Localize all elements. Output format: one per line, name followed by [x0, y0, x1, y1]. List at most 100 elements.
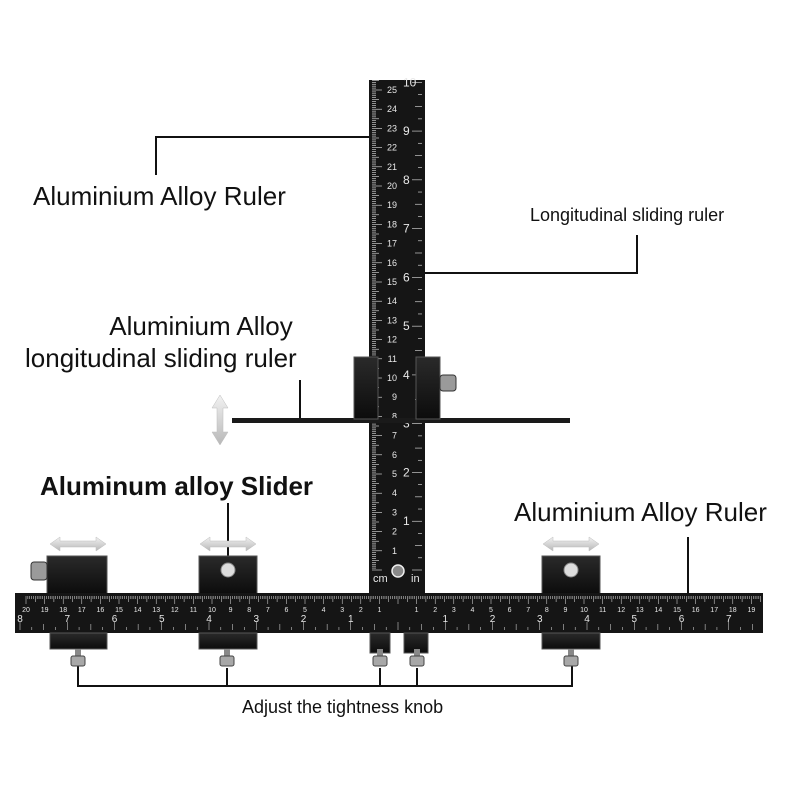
horizontal-double-arrow — [542, 536, 600, 552]
label-aluminium-alloy-ruler-top: Aluminium Alloy Ruler — [33, 181, 286, 211]
h-cm-label: 8 — [545, 607, 549, 614]
label-aluminium-alloy-long-line2: longitudinal sliding ruler — [25, 343, 297, 373]
slider-block-1-knob — [30, 561, 48, 581]
v-cm-label: 8 — [392, 411, 397, 421]
v-cm-label: 4 — [392, 488, 397, 498]
v-cm-label: 16 — [387, 258, 397, 268]
v-cm-label: 21 — [387, 162, 397, 172]
h-cm-label: 8 — [247, 607, 251, 614]
tightness-knob-icon — [219, 655, 235, 667]
h-in-label: 2 — [490, 614, 496, 625]
v-cm-label: 11 — [388, 354, 397, 364]
h-cm-label: 17 — [710, 607, 718, 614]
h-cm-label: 9 — [563, 607, 567, 614]
h-cm-label: 2 — [359, 607, 363, 614]
h-cm-label: 12 — [171, 607, 179, 614]
slider-block-3-hole — [563, 562, 579, 578]
h-cm-label: 19 — [41, 607, 49, 614]
knob-stem — [568, 649, 574, 657]
v-cm-label: 1 — [392, 546, 397, 556]
lower-clamp — [198, 632, 258, 650]
v-in-label: 7 — [403, 222, 410, 236]
h-cm-label: 7 — [266, 607, 270, 614]
vertical-ruler-body — [369, 80, 425, 598]
v-cm-label: 6 — [392, 450, 397, 460]
h-in-label: 3 — [253, 614, 259, 625]
h-cm-label: 20 — [22, 607, 30, 614]
v-cm-label: 5 — [392, 469, 397, 479]
h-in-label: 8 — [17, 614, 23, 625]
h-cm-label: 10 — [208, 607, 216, 614]
h-cm-label: 4 — [322, 607, 326, 614]
v-cm-label: 19 — [387, 200, 397, 210]
h-cm-label: 4 — [470, 607, 474, 614]
horizontal-ruler-body — [15, 593, 763, 633]
h-cm-label: 9 — [229, 607, 233, 614]
vertical-ruler-cm-labels: 1234567891011121314151617181920212223242… — [387, 85, 397, 556]
horizontal-move-arrows — [49, 536, 600, 552]
v-cm-label: 15 — [387, 277, 397, 287]
h-cm-label: 18 — [729, 607, 737, 614]
h-in-label: 5 — [631, 614, 637, 625]
h-in-label: 1 — [442, 614, 448, 625]
lower-clamp — [541, 632, 601, 650]
sliding-arm-knob — [439, 374, 457, 392]
callout-line-vertical-ruler — [155, 136, 370, 175]
h-in-label: 4 — [584, 614, 590, 625]
h-cm-label: 16 — [692, 607, 700, 614]
label-aluminum-alloy-slider: Aluminum alloy Slider — [40, 471, 314, 501]
h-cm-label: 3 — [452, 607, 456, 614]
v-cm-label: 23 — [387, 123, 397, 133]
v-in-label: 1 — [403, 514, 410, 528]
slider-block-2-hole — [220, 562, 236, 578]
v-in-label: 6 — [403, 270, 410, 284]
sliding-arm-bar — [232, 418, 570, 423]
v-in-label: 10 — [403, 75, 417, 89]
h-cm-label: 11 — [599, 607, 606, 614]
v-in-label: 8 — [403, 173, 410, 187]
h-cm-label: 7 — [526, 607, 530, 614]
h-cm-label: 10 — [580, 607, 588, 614]
h-cm-label: 2 — [433, 607, 437, 614]
v-cm-label: 3 — [392, 507, 397, 517]
tightness-knob-icon — [409, 655, 425, 667]
v-cm-label: 2 — [392, 527, 397, 537]
knob-stem — [414, 649, 420, 657]
h-cm-label: 3 — [340, 607, 344, 614]
sliding-arm-clamp-left — [353, 356, 379, 420]
sliding-arm-clamp-right — [415, 356, 441, 420]
h-cm-label: 19 — [748, 607, 756, 614]
slider-block-1 — [46, 555, 108, 595]
h-cm-label: 1 — [377, 607, 381, 614]
tightness-knob-icon — [563, 655, 579, 667]
tightness-knob-icon — [372, 655, 388, 667]
v-cm-label: 18 — [387, 219, 397, 229]
unit-cm-label: cm — [373, 573, 388, 585]
v-cm-label: 10 — [387, 373, 397, 383]
horizontal-double-arrow — [199, 536, 257, 552]
lower-clamp — [49, 632, 108, 650]
h-cm-label: 13 — [152, 607, 160, 614]
v-cm-label: 12 — [387, 335, 397, 345]
v-in-label: 4 — [403, 368, 410, 382]
h-cm-label: 12 — [617, 607, 625, 614]
knob-stem — [377, 649, 383, 657]
callout-line-longitudinal — [425, 235, 638, 274]
tightness-knob-icon — [70, 655, 86, 667]
slider-blocks — [30, 555, 601, 595]
h-in-label: 7 — [64, 614, 70, 625]
h-cm-label: 5 — [489, 607, 493, 614]
label-aluminium-alloy-long-line1: Aluminium Alloy — [109, 311, 293, 341]
h-cm-label: 15 — [115, 607, 123, 614]
v-in-label: 3 — [403, 417, 410, 431]
h-in-label: 5 — [159, 614, 165, 625]
v-cm-label: 14 — [387, 296, 397, 306]
h-in-label: 1 — [348, 614, 354, 625]
h-in-label: 6 — [679, 614, 685, 625]
h-in-label: 3 — [537, 614, 543, 625]
h-cm-label: 13 — [636, 607, 644, 614]
label-longitudinal-sliding-ruler: Longitudinal sliding ruler — [530, 205, 725, 225]
